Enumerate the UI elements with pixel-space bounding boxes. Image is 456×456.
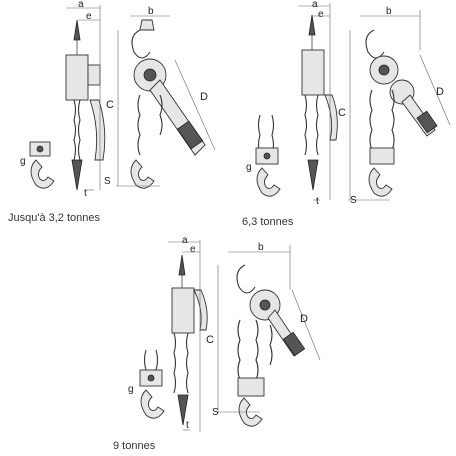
dim-label-t: t: [186, 420, 189, 431]
dim-label-s: S: [212, 407, 219, 418]
hoist-medium-dimensions: a e b C D S t g: [246, 0, 451, 207]
hoist-small: a e b C D S t g: [20, 0, 216, 199]
dim-label-t: t: [84, 188, 87, 199]
dim-label-b: b: [386, 6, 392, 17]
dim-label-a: a: [78, 0, 84, 10]
dim-label-t: t: [316, 196, 319, 207]
dim-label-c: C: [106, 99, 114, 111]
hoist-large-dimensions: a e b C D S t g: [128, 235, 321, 432]
dim-label-g: g: [128, 384, 134, 395]
dim-label-d: D: [436, 86, 444, 98]
hoist-small-hook-detail: [29, 141, 55, 189]
hoist-small-front-view: [65, 19, 106, 191]
dim-label-a: a: [312, 0, 318, 10]
dim-label-c: C: [206, 334, 214, 346]
dim-label-s: S: [350, 195, 357, 206]
dim-label-e: e: [190, 244, 196, 255]
dim-label-a: a: [182, 235, 188, 246]
caption-medium: 6,3 tonnes: [242, 216, 294, 228]
hoist-large-hook-detail: [139, 349, 165, 419]
hoist-large: a e b C D S t g: [128, 235, 321, 432]
dim-label-c: C: [338, 107, 346, 119]
dim-label-d: D: [200, 91, 208, 103]
dim-label-g: g: [20, 156, 26, 167]
dim-label-b: b: [258, 242, 264, 253]
dim-label-g: g: [246, 162, 252, 173]
dim-label-e: e: [86, 11, 92, 22]
hoist-medium-hook-detail: [255, 114, 281, 197]
hoist-medium-side-view: [365, 29, 438, 197]
dim-label-b: b: [148, 6, 154, 17]
dim-label-s: S: [104, 176, 111, 187]
hoist-medium: a e b C D S t g: [246, 0, 451, 207]
dim-label-e: e: [318, 9, 324, 20]
caption-large: 9 tonnes: [113, 440, 156, 452]
dim-label-d: D: [300, 313, 308, 325]
hoist-small-side-view: [130, 19, 206, 189]
hoist-medium-front-view: [301, 14, 338, 191]
hoist-large-side-view: [236, 264, 306, 427]
hoist-large-front-view: [171, 254, 208, 426]
caption-small: Jusqu'à 3,2 tonnes: [8, 212, 101, 224]
hoist-small-dimensions: a e b C D S t g: [20, 0, 216, 199]
